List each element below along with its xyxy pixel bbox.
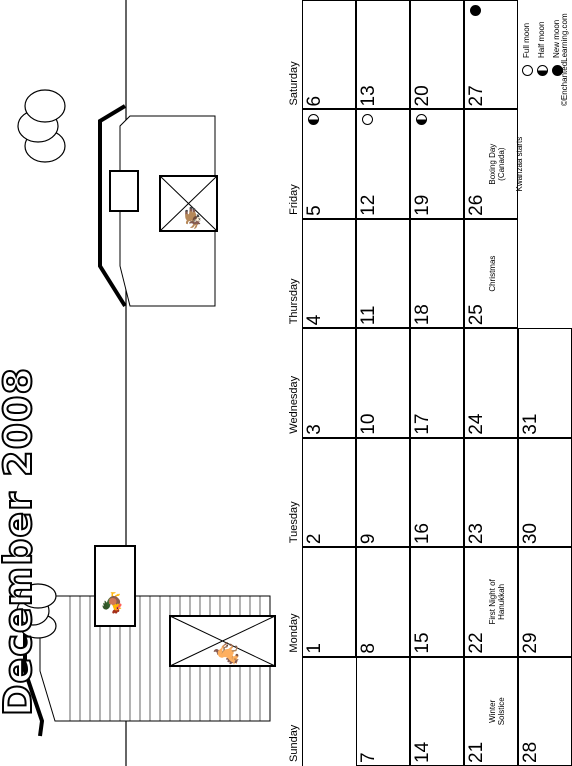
weekday-sunday: Sunday bbox=[288, 724, 300, 762]
day-number: 2 bbox=[304, 533, 325, 545]
day-cell: 19 bbox=[410, 109, 464, 219]
day-cell: 11 bbox=[356, 218, 410, 329]
day-number: 15 bbox=[412, 632, 433, 654]
day-number: 13 bbox=[358, 85, 379, 107]
day-cell: 1 bbox=[302, 547, 356, 657]
day-number: 21 bbox=[466, 741, 487, 763]
day-number: 24 bbox=[466, 413, 487, 435]
day-cell: 13 bbox=[356, 0, 410, 110]
day-cell: 20 bbox=[410, 0, 464, 110]
day-number: 7 bbox=[358, 752, 379, 763]
day-cell: 31 bbox=[518, 328, 572, 438]
rooster-icon: 🐓 bbox=[100, 591, 125, 615]
day-number: 5 bbox=[304, 205, 325, 216]
weekday-thursday: Thursday bbox=[288, 278, 300, 325]
day-number: 19 bbox=[412, 194, 433, 216]
day-number: 3 bbox=[304, 424, 325, 435]
day-number: 29 bbox=[520, 632, 541, 654]
day-number: 28 bbox=[520, 741, 541, 763]
day-number: 20 bbox=[412, 85, 433, 107]
full-moon-legend: Full moon bbox=[522, 22, 531, 58]
day-cell: 23 bbox=[464, 437, 518, 548]
day-number: 17 bbox=[412, 413, 433, 435]
day-cell: 7 bbox=[356, 656, 410, 766]
day-cell: 24 bbox=[464, 328, 518, 438]
half-moon-icon bbox=[308, 114, 319, 126]
day-number: 1 bbox=[304, 643, 325, 654]
day-number: 16 bbox=[412, 523, 433, 545]
day-number: 26 bbox=[466, 194, 487, 216]
day-cell: 18 bbox=[410, 218, 464, 329]
day-cell: 16 bbox=[410, 437, 464, 548]
day-number: 14 bbox=[412, 741, 433, 763]
farm-illustration: 🐎 🐓 🐐 bbox=[16, 0, 276, 766]
weekday-wednesday: Wednesday bbox=[288, 375, 300, 434]
day-number: 23 bbox=[466, 523, 487, 545]
calendar-grid: Sunday Monday Tuesday Wednesday Thursday Frid… bbox=[287, 0, 572, 766]
day-cell: 12 bbox=[356, 109, 410, 219]
day-cell: 9 bbox=[356, 437, 410, 548]
day-event: Christmas bbox=[487, 255, 497, 292]
goat-icon: 🐐 bbox=[180, 206, 205, 230]
day-cell: 15 bbox=[410, 547, 464, 657]
day-cell: 14 bbox=[410, 656, 464, 766]
day-cell: 10 bbox=[356, 328, 410, 438]
day-event: Boxing Day (Canada) Kwanzaa starts bbox=[487, 136, 524, 192]
weekday-friday: Friday bbox=[288, 184, 300, 215]
day-number: 25 bbox=[466, 304, 487, 326]
half-moon-icon bbox=[416, 114, 427, 126]
half-moon-icon bbox=[537, 65, 548, 76]
day-number: 18 bbox=[412, 304, 433, 326]
day-number: 6 bbox=[304, 95, 325, 107]
left-barn: 🐎 🐓 bbox=[23, 545, 276, 737]
day-cell: 25 Christmas bbox=[464, 218, 518, 329]
day-cell: 28 bbox=[518, 656, 572, 766]
clouds bbox=[16, 89, 66, 639]
weekday-tuesday: Tuesday bbox=[288, 501, 300, 544]
day-cell: 3 bbox=[302, 328, 356, 438]
day-number: 9 bbox=[358, 533, 379, 545]
day-number: 10 bbox=[358, 413, 379, 435]
day-cell bbox=[302, 656, 356, 766]
day-number: 27 bbox=[466, 85, 487, 107]
horse-icon: 🐎 bbox=[213, 640, 240, 666]
day-cell: 17 bbox=[410, 328, 464, 438]
weekday-saturday: Saturday bbox=[288, 61, 300, 106]
day-number: 12 bbox=[358, 194, 379, 216]
day-cell: 5 bbox=[302, 109, 356, 219]
day-number: 8 bbox=[358, 643, 379, 654]
day-event: First Night of Hanukkah bbox=[487, 579, 506, 625]
day-number: 31 bbox=[520, 413, 541, 435]
day-cell: 4 bbox=[302, 218, 356, 329]
day-cell: 30 bbox=[518, 437, 572, 548]
day-number: 22 bbox=[466, 632, 487, 654]
day-number: 11 bbox=[358, 305, 379, 326]
day-cell: 8 bbox=[356, 547, 410, 657]
day-cell: 6 bbox=[302, 0, 356, 110]
new-moon-icon bbox=[470, 5, 481, 17]
copyright-notice: ©EnchantedLearning.com bbox=[560, 13, 569, 106]
day-cell: 27 bbox=[464, 0, 518, 110]
half-moon-legend: Half moon bbox=[537, 21, 546, 58]
day-cell: 29 bbox=[518, 547, 572, 657]
full-moon-icon bbox=[362, 114, 373, 126]
right-barn: 🐐 bbox=[98, 104, 218, 308]
day-number: 4 bbox=[304, 314, 325, 326]
full-moon-icon bbox=[522, 65, 533, 76]
weekday-monday: Monday bbox=[288, 613, 300, 653]
day-number: 30 bbox=[520, 523, 541, 545]
day-cell: 2 bbox=[302, 437, 356, 548]
day-event: Winter Solstice bbox=[487, 697, 506, 726]
page-title: December 2008 bbox=[0, 366, 41, 717]
